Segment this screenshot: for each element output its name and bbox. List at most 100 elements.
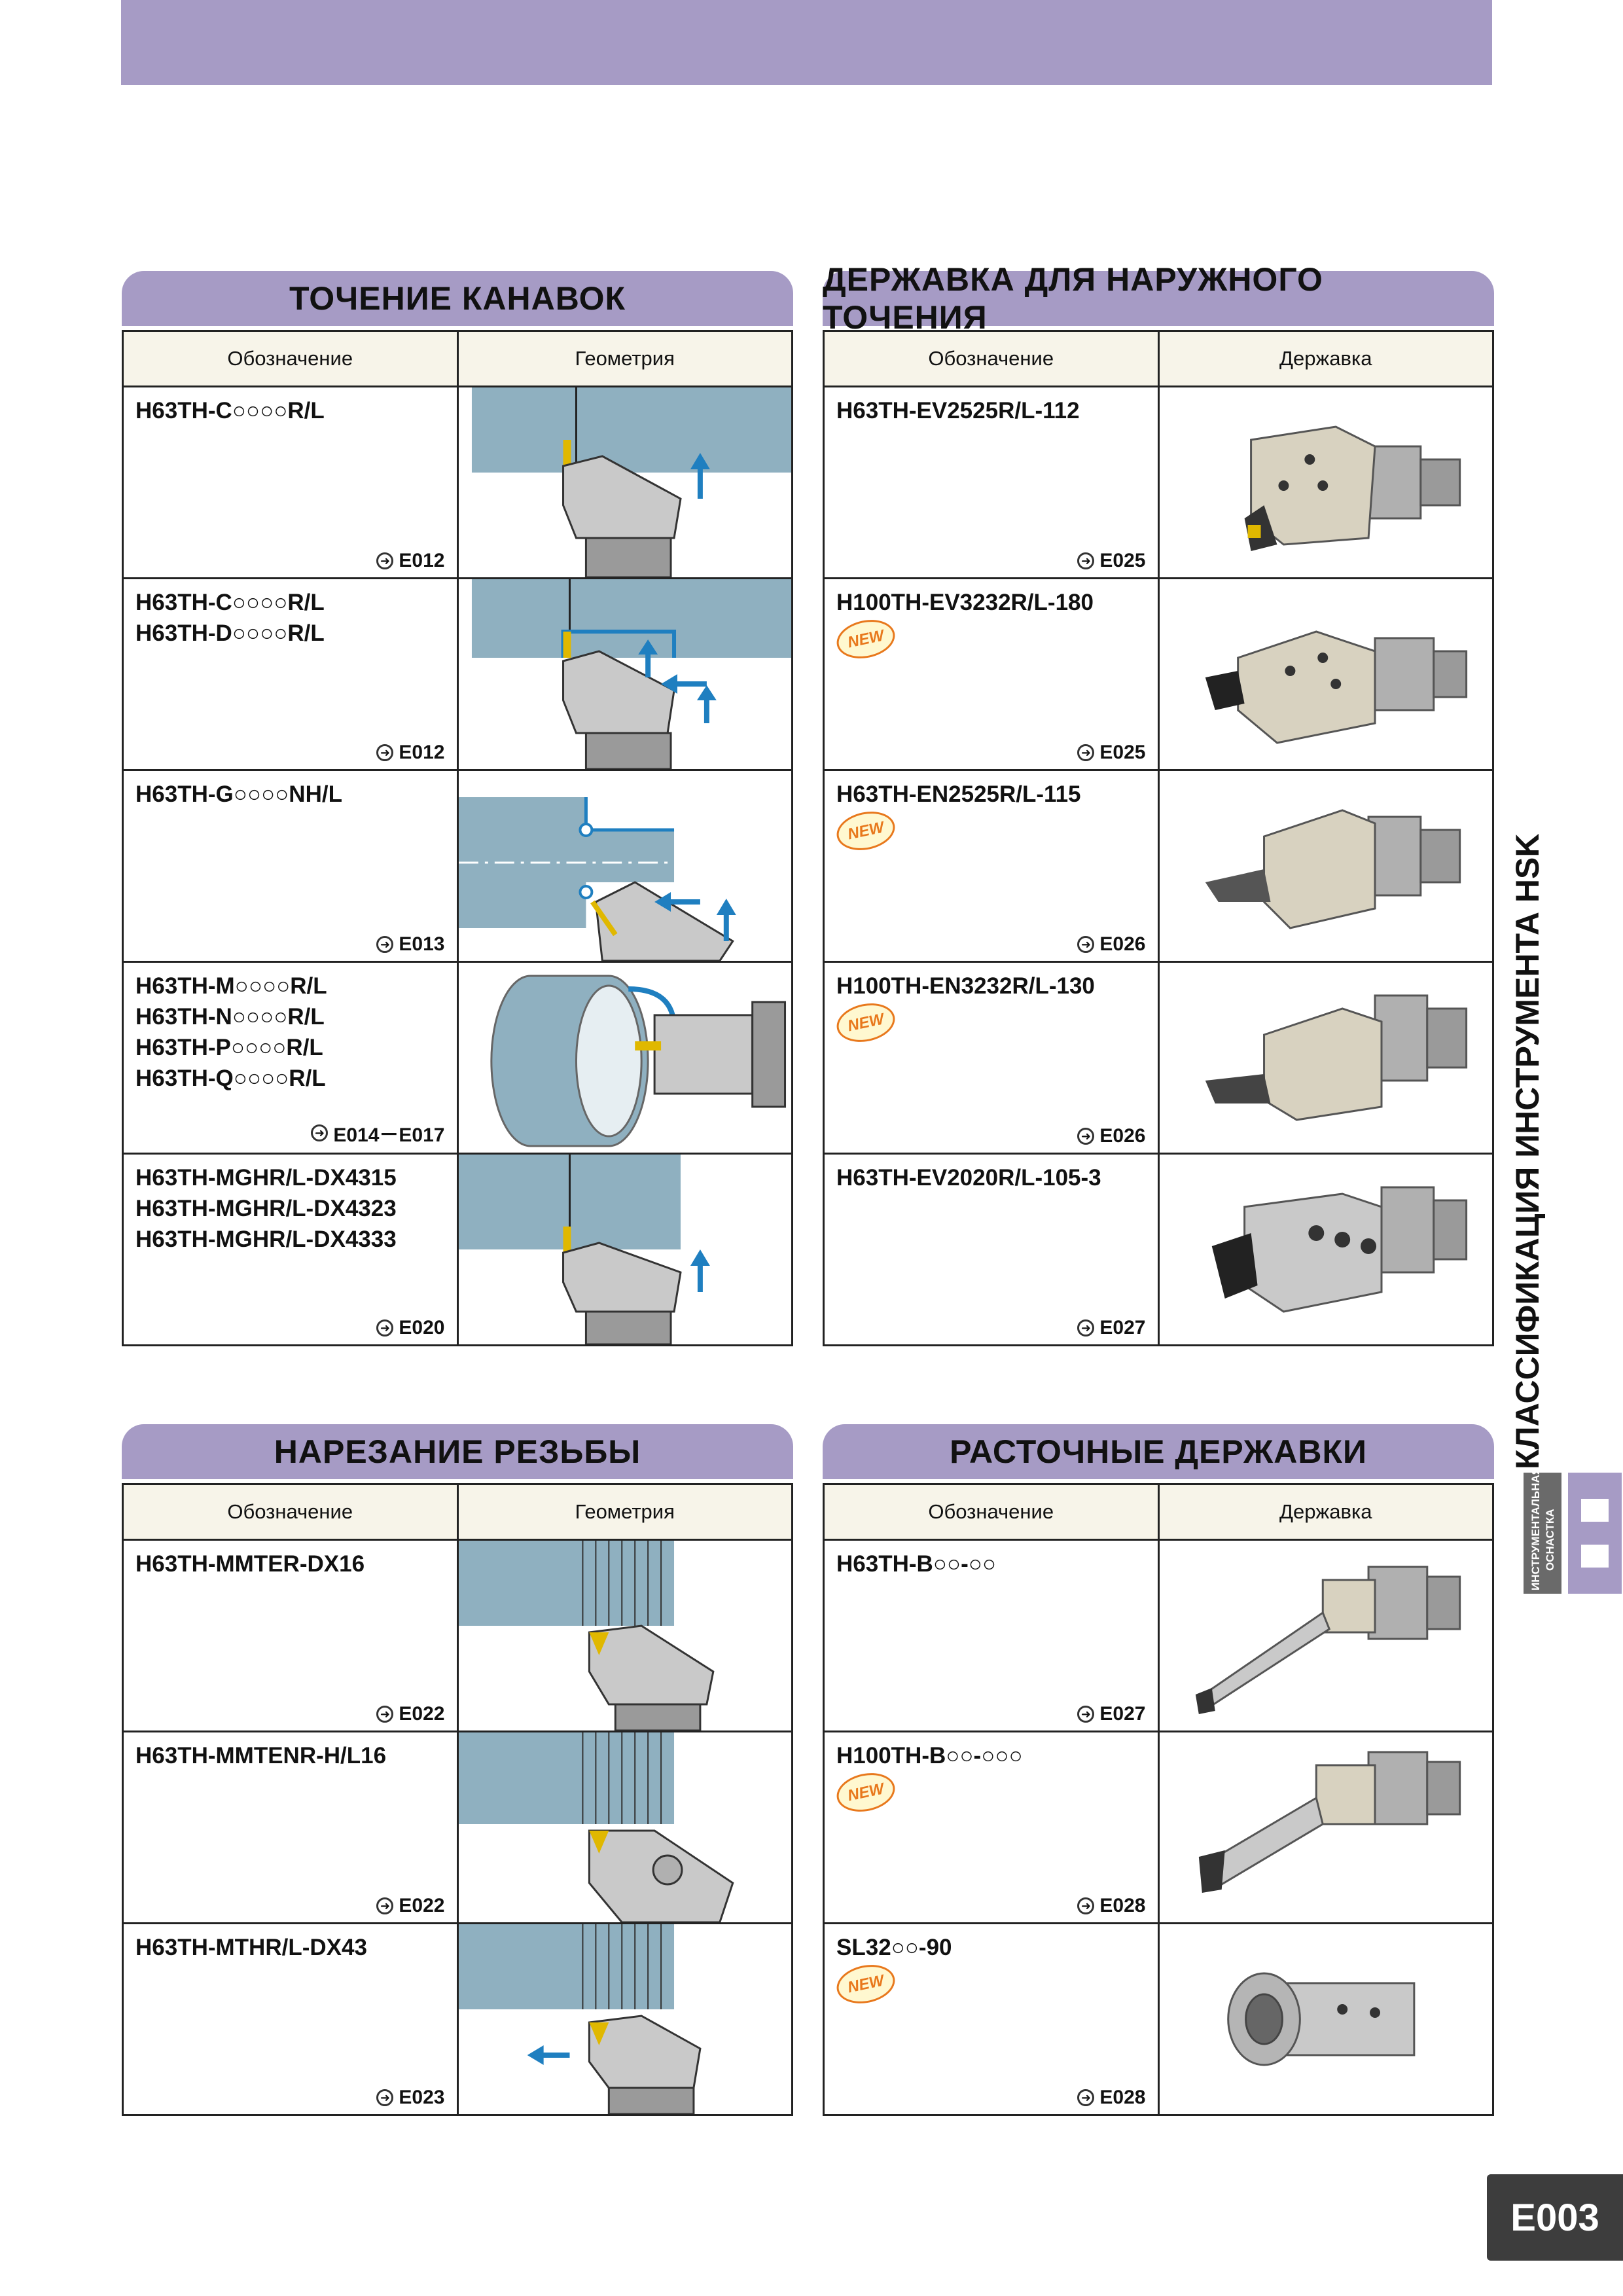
geometry-diagram (456, 386, 793, 579)
section-boring-bars: РАСТОЧНЫЕ ДЕРЖАВКИ Обозначение Державка … (823, 1424, 1494, 2116)
table-row: H63TH-G○○○○NH/L ➜E013 (122, 769, 793, 963)
page-ref-link[interactable]: ➜E023 (376, 2087, 445, 2109)
col-header-designation: Обозначение (122, 1483, 459, 1541)
geometry-diagram (456, 1153, 793, 1346)
holder-image (1157, 1153, 1494, 1346)
new-badge: NEW (833, 615, 899, 664)
table-row: H63TH-MMTENR-H/L16 ➜E022 (122, 1731, 793, 1924)
table-row: H63TH-MMTER-DX16 ➜E022 (122, 1539, 793, 1732)
page-ref-link[interactable]: ➜E012 (376, 550, 445, 572)
external-table: Обозначение Державка H63TH-EV2525R/L-112… (823, 330, 1494, 1346)
new-badge: NEW (833, 998, 899, 1047)
col-header-designation: Обозначение (823, 330, 1160, 387)
item-name: H100TH-B○○-○○○ (836, 1743, 1023, 1768)
logo-text-2: ОСНАСТКА (1544, 1509, 1556, 1571)
arrow-circle-icon: ➜ (376, 552, 394, 569)
page-ref-link[interactable]: ➜E028 (1077, 2087, 1146, 2109)
top-color-bar (121, 0, 1492, 85)
grooving-table: Обозначение Геометрия H63TH-C○○○○R/L ➜E0… (122, 330, 793, 1346)
item-name: H63TH-MMTENR-H/L16 (135, 1743, 387, 1768)
item-name: H63TH-EV2525R/L-112 (836, 398, 1080, 423)
section-title: ТОЧЕНИЕ КАНАВОК (122, 271, 793, 326)
arrow-circle-icon: ➜ (1077, 1319, 1095, 1336)
arrow-circle-icon: ➜ (1077, 1128, 1095, 1145)
geometry-diagram (456, 961, 793, 1155)
arrow-circle-icon: ➜ (1077, 1897, 1095, 1914)
arrow-circle-icon: ➜ (376, 1897, 394, 1914)
arrow-circle-icon: ➜ (376, 2089, 394, 2106)
page-ref-link[interactable]: ➜E027 (1077, 1703, 1146, 1725)
page-number: E003 (1487, 2174, 1623, 2261)
item-name: SL32○○-90 (836, 1935, 952, 1960)
boring-table: Обозначение Державка H63TH-B○○-○○ ➜E027 … (823, 1483, 1494, 2116)
page-ref-link[interactable]: ➜E025 (1077, 742, 1146, 764)
arrow-circle-icon: ➜ (376, 1706, 394, 1723)
table-row: H63TH-C○○○○R/L H63TH-D○○○○R/L ➜E012 (122, 577, 793, 771)
item-name: H63TH-B○○-○○ (836, 1551, 997, 1577)
page-ref-link[interactable]: ➜E012 (376, 742, 445, 764)
item-name: H63TH-C○○○○R/L (135, 398, 325, 423)
geometry-diagram (456, 1539, 793, 1732)
item-name: H63TH-MTHR/L-DX43 (135, 1935, 367, 1960)
new-badge: NEW (833, 806, 899, 855)
item-name: H100TH-EN3232R/L-130 (836, 973, 1095, 999)
page-ref-link[interactable]: ➜E014－E017 (311, 1119, 445, 1147)
arrow-circle-icon: ➜ (376, 744, 394, 761)
geometry-diagram (456, 577, 793, 771)
side-section-title: КЛАССИФИКАЦИЯ ИНСТРУМЕНТА HSK (1509, 833, 1546, 1469)
arrow-circle-icon: ➜ (1077, 1706, 1095, 1723)
item-name: H63TH-MGHR/L-DX4333 (135, 1227, 397, 1252)
item-name: H63TH-D○○○○R/L (135, 620, 325, 646)
table-row: H63TH-C○○○○R/L ➜E012 (122, 386, 793, 579)
arrow-circle-icon: ➜ (1077, 552, 1095, 569)
threading-table: Обозначение Геометрия H63TH-MMTER-DX16 ➜… (122, 1483, 793, 2116)
arrow-circle-icon: ➜ (1077, 936, 1095, 953)
geometry-diagram (456, 1922, 793, 2116)
item-name: H63TH-N○○○○R/L (135, 1004, 325, 1030)
section-external-holders: ДЕРЖАВКА ДЛЯ НАРУЖНОГО ТОЧЕНИЯ Обозначен… (823, 261, 1494, 1346)
page-ref-link[interactable]: ➜E013 (376, 933, 445, 956)
holder-image (1157, 577, 1494, 771)
holder-image (1157, 386, 1494, 579)
page-ref-link[interactable]: ➜E022 (376, 1703, 445, 1725)
table-row: H63TH-B○○-○○ ➜E027 (823, 1539, 1494, 1732)
page-ref-link[interactable]: ➜E022 (376, 1895, 445, 1917)
table-row: H63TH-EV2525R/L-112 ➜E025 (823, 386, 1494, 579)
page-ref-link[interactable]: ➜E025 (1077, 550, 1146, 572)
page-ref-link[interactable]: ➜E020 (376, 1317, 445, 1339)
section-title: НАРЕЗАНИЕ РЕЗЬБЫ (122, 1424, 793, 1479)
item-name: H63TH-EN2525R/L-115 (836, 781, 1081, 807)
col-header-designation: Обозначение (122, 330, 459, 387)
holder-image (1157, 1539, 1494, 1732)
item-name: H63TH-MGHR/L-DX4315 (135, 1165, 397, 1191)
page-ref-link[interactable]: ➜E027 (1077, 1317, 1146, 1339)
item-name: H63TH-M○○○○R/L (135, 973, 327, 999)
col-header-holder: Державка (1157, 1483, 1494, 1541)
page-ref-link[interactable]: ➜E028 (1077, 1895, 1146, 1917)
page-ref-link[interactable]: ➜E026 (1077, 933, 1146, 956)
section-grooving: ТОЧЕНИЕ КАНАВОК Обозначение Геометрия H6… (122, 271, 793, 1346)
item-name: H63TH-EV2020R/L-105-3 (836, 1165, 1101, 1191)
holder-image (1157, 769, 1494, 963)
arrow-circle-icon: ➜ (311, 1124, 329, 1141)
page-ref-link[interactable]: ➜E026 (1077, 1125, 1146, 1147)
logo-text-1: ИНСТРУМЕНТАЛЬНАЯ (1529, 1473, 1542, 1590)
item-name: H63TH-Q○○○○R/L (135, 1066, 326, 1091)
table-row: H100TH-B○○-○○○NEW ➜E028 (823, 1731, 1494, 1924)
holder-image (1157, 1731, 1494, 1924)
arrow-circle-icon: ➜ (1077, 2089, 1095, 2106)
item-name: H63TH-G○○○○NH/L (135, 781, 342, 807)
item-name: H100TH-EV3232R/L-180 (836, 590, 1094, 615)
item-name: H63TH-MMTER-DX16 (135, 1551, 365, 1577)
arrow-circle-icon: ➜ (376, 1319, 394, 1336)
new-badge: NEW (833, 1768, 899, 1817)
item-name: H63TH-C○○○○R/L (135, 590, 325, 615)
col-header-geometry: Геометрия (456, 330, 793, 387)
table-row: H63TH-EV2020R/L-105-3 ➜E027 (823, 1153, 1494, 1346)
